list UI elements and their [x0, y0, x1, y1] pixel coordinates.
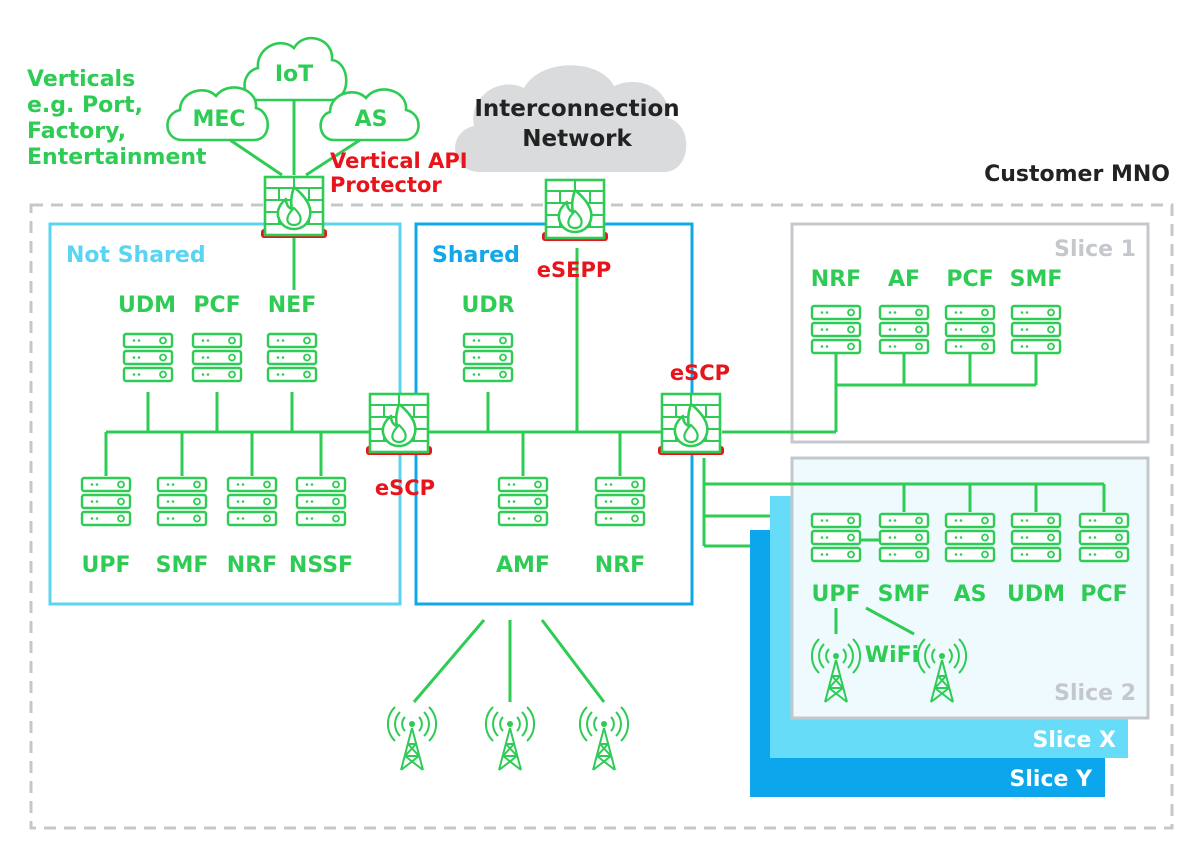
- esepp-firewall-icon: [540, 178, 610, 243]
- slice1-nrf-server-icon: [810, 304, 862, 355]
- slice1-nf-label: PCF: [946, 267, 993, 292]
- slice1-nf-label: NRF: [811, 267, 861, 292]
- as-cloud-icon: [319, 88, 420, 142]
- slice2-nf-label: PCF: [1080, 582, 1127, 607]
- svg-text:Verticals: Verticals: [27, 67, 135, 92]
- radio-tower-icon: [578, 706, 630, 771]
- slice2-upf-server-icon: [810, 512, 862, 563]
- esepp-label: eSEPP: [537, 258, 612, 282]
- vertical-api-protector-line2: Protector: [330, 173, 442, 197]
- radio-tower-icon: [484, 706, 536, 771]
- nssf-server-icon: [295, 476, 347, 527]
- ns-top-nf-label: UDM: [118, 293, 176, 318]
- verticals-caption: Verticals e.g. Port, Factory, Entertainm…: [27, 67, 207, 170]
- svg-text:e.g. Port,: e.g. Port,: [27, 93, 143, 118]
- wifi-label: WiFi: [865, 643, 919, 668]
- slice2-nf-label: AS: [954, 582, 987, 607]
- radio-tower-icon: [386, 706, 438, 771]
- ns-top-nf-label: PCF: [193, 293, 240, 318]
- slice1-nf-label: SMF: [1010, 267, 1063, 292]
- slice2-pcf-server-icon: [1078, 512, 1130, 563]
- shared-bottom-nf-label: NRF: [595, 553, 645, 578]
- not-shared-label: Not Shared: [66, 243, 206, 268]
- nrf-shared-server-icon: [594, 476, 646, 527]
- vertical-api-protector-line1: Vertical API: [330, 149, 468, 173]
- svg-text:Entertainment: Entertainment: [27, 145, 207, 170]
- vertical-api-firewall-icon: [259, 175, 329, 240]
- slice2-as-server-icon: [944, 512, 996, 563]
- smf-server-icon: [156, 476, 208, 527]
- iot-cloud-icon: [243, 36, 348, 102]
- slice2-nf-label: SMF: [878, 582, 931, 607]
- interconnection-label-line2: Network: [522, 126, 632, 152]
- slice-1-label: Slice 1: [1054, 237, 1136, 262]
- slice-x-label: Slice X: [1032, 728, 1116, 753]
- slice-y-label: Slice Y: [1010, 767, 1094, 792]
- not-shared-box: [48, 222, 402, 606]
- ns-bottom-nf-label: UPF: [81, 553, 130, 578]
- escp-right-firewall-icon: [656, 392, 726, 457]
- udm-server-icon: [122, 332, 174, 383]
- ns-bottom-nf-label: NSSF: [289, 553, 353, 578]
- slice1-pcf-server-icon: [944, 304, 996, 355]
- interconnection-cloud-icon: [455, 65, 687, 172]
- amf-server-icon: [497, 476, 549, 527]
- nrf-server-icon: [226, 476, 278, 527]
- as-label: AS: [355, 107, 388, 132]
- mec-cloud-icon: [166, 86, 270, 142]
- slice-2-label: Slice 2: [1054, 681, 1136, 706]
- interconnection-label-line1: Interconnection: [474, 96, 679, 122]
- escp-left-firewall-icon: [364, 392, 434, 457]
- shared-bottom-nf-label: AMF: [496, 553, 550, 578]
- nef-server-icon: [266, 332, 318, 383]
- ns-top-nf-label: NEF: [268, 293, 316, 318]
- slice1-nf-label: AF: [888, 267, 920, 292]
- udr-server-icon: [462, 332, 514, 383]
- ns-bottom-nf-label: NRF: [227, 553, 277, 578]
- shared-label: Shared: [432, 243, 520, 268]
- slice2-nf-label: UPF: [811, 582, 860, 607]
- shared-top-nf-label: UDR: [461, 293, 514, 318]
- slice1-smf-server-icon: [1010, 304, 1062, 355]
- ns-bottom-nf-label: SMF: [156, 553, 209, 578]
- escp-right-label: eSCP: [670, 361, 730, 385]
- slice2-smf-server-icon: [878, 512, 930, 563]
- slice2-nf-label: UDM: [1007, 582, 1065, 607]
- svg-text:Factory,: Factory,: [27, 119, 126, 144]
- mec-label: MEC: [192, 107, 245, 132]
- escp-left-label: eSCP: [375, 476, 435, 500]
- upf-server-icon: [80, 476, 132, 527]
- pcf-server-icon: [191, 332, 243, 383]
- iot-label: IoT: [275, 62, 313, 87]
- slice2-udm-server-icon: [1010, 512, 1062, 563]
- customer-mno-label: Customer MNO: [984, 162, 1170, 187]
- slice1-af-server-icon: [878, 304, 930, 355]
